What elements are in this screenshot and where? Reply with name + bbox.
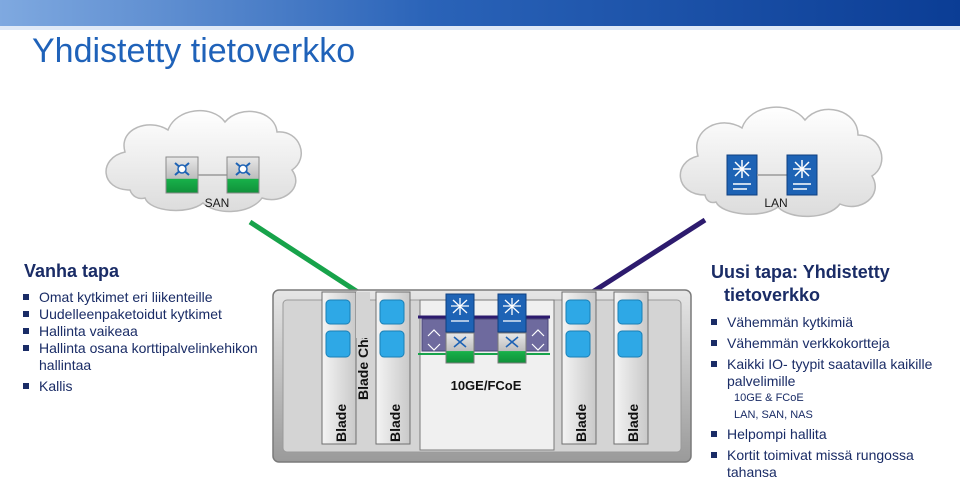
list-item: Omat kytkimet eri liikenteille xyxy=(22,289,267,306)
list-item: Hallinta osana korttipalvelinkehikon hal… xyxy=(22,340,267,374)
list-item: Kortit toimivat missä rungossa tahansa xyxy=(710,447,952,481)
fabric-label: 10GE/FCoE xyxy=(451,378,522,393)
new-way-heading-line2: tietoverkko xyxy=(724,285,821,305)
san-cloud xyxy=(105,109,302,213)
lan-label: LAN xyxy=(764,196,787,210)
sub-list-item: 10GE & FCoE xyxy=(734,392,804,404)
blade-card: Blade xyxy=(321,291,357,445)
blade-card: Blade xyxy=(375,291,411,445)
san-switch-icon xyxy=(165,156,199,194)
san-link xyxy=(248,219,372,303)
old-way-list: Omat kytkimet eri liikenteille Uudelleen… xyxy=(22,289,267,395)
blade-card: Blade xyxy=(561,291,597,445)
blade-card: Blade xyxy=(613,291,649,445)
list-item: Kaikki IO- tyypit saatavilla kaikille pa… xyxy=(710,356,937,390)
lan-switch-icon xyxy=(786,154,818,196)
new-way-list: Vähemmän kytkimiä Vähemmän verkkokorttej… xyxy=(710,314,950,481)
lan-switch-icon xyxy=(726,154,758,196)
list-item: Vähemmän kytkimiä xyxy=(710,314,950,331)
old-way-heading: Vanha tapa xyxy=(24,261,120,281)
blade-label: Blade xyxy=(387,404,403,442)
fabric-module: 10GE/FCoE xyxy=(418,293,555,451)
new-way-heading-line1: Uusi tapa: Yhdistetty xyxy=(711,262,890,282)
page-title: Yhdistetty tietoverkko xyxy=(32,32,356,70)
blade-label: Blade xyxy=(573,404,589,442)
list-item: Kallis xyxy=(22,378,267,395)
lan-link xyxy=(578,217,707,303)
san-label: SAN xyxy=(205,196,230,210)
header-bar xyxy=(0,0,960,30)
blade-label: Blade xyxy=(625,404,641,442)
header-stripe xyxy=(0,26,960,30)
san-switch-icon xyxy=(226,156,260,194)
list-item: Uudelleenpaketoidut kytkimet xyxy=(22,306,267,323)
list-item: Vähemmän verkkokortteja xyxy=(710,335,950,352)
list-item: Helpompi hallita xyxy=(710,426,950,443)
list-item: Hallinta vaikeaa xyxy=(22,323,267,340)
sub-list-item: LAN, SAN, NAS xyxy=(734,409,813,421)
blade-label: Blade xyxy=(333,404,349,442)
